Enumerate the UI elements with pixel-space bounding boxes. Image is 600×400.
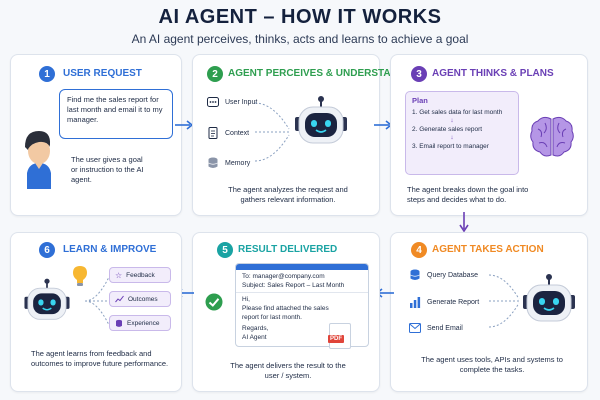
chat-dots-icon [207,97,219,107]
step-description: The agent learns from feedback and outco… [31,349,169,368]
step-title: AGENT PERCEIVES & UNDERSTANDS [228,68,412,79]
pdf-attachment-icon: PDF [328,323,351,349]
step-card-user-request: 1 USER REQUEST Find me the sales report … [10,54,182,216]
action-label: Query Database [427,271,478,279]
action-row: Send Email [409,323,463,333]
plan-box: Plan 1. Get sales data for last month ↓ … [405,91,519,175]
input-label: User Input [225,98,258,106]
robot-icon [24,278,70,320]
outcomes-pill: Outcomes [109,291,171,307]
person-icon [25,131,51,189]
email-greeting: Hi, [242,296,250,303]
step-number: 2 [207,66,223,82]
plan-title: Plan [412,96,428,105]
check-icon [205,293,223,311]
step-card-think-plan: 3 AGENT THINKS & PLANS Plan 1. Get sales… [390,54,588,216]
line-chart-icon [115,295,124,303]
step-card-take-action: 4 AGENT TAKES ACTION Query Database Gene… [390,232,588,392]
action-row: Generate Report [409,296,479,308]
database-icon [410,269,420,280]
step-title: RESULT DELIVERED [238,244,338,255]
step-description: The agent delivers the result to the use… [230,361,346,380]
step-card-result: 5 RESULT DELIVERED To: manager@company.c… [192,232,380,392]
envelope-icon [409,323,421,333]
robot-icon [523,274,575,322]
connector-lines [84,276,110,326]
input-row: Memory [207,157,250,169]
plan-step: 2. Generate sales report [412,126,483,133]
step-number: 4 [411,242,427,258]
email-subject: Subject: Sales Report – Last Month [236,281,368,293]
email-body: Please find attached the sales report fo… [242,305,329,321]
down-arrow-icon: ↓ [450,117,454,124]
database-icon [116,319,122,327]
down-arrow-icon: ↓ [450,134,454,141]
email-header-bar [236,264,368,270]
step-description: The agent breaks down the goal into step… [407,185,529,204]
bar-chart-icon [410,297,421,308]
step-number: 1 [39,66,55,82]
step-card-perceive: 2 AGENT PERCEIVES & UNDERSTANDS User Inp… [192,54,412,216]
step-title: AGENT TAKES ACTION [432,244,544,255]
step-card-learn: 6 LEARN & IMPROVE ☆ Feedback Outcomes Ex… [10,232,182,392]
connector-lines [488,274,520,328]
input-row: User Input [207,97,257,107]
step-description: The agent uses tools, APIs and systems t… [421,355,563,374]
plan-step: 3. Email report to manager [412,143,489,150]
plan-step: 1. Get sales data for last month [412,109,503,116]
step-title: USER REQUEST [63,68,142,79]
database-icon [208,157,218,168]
arrow-down-icon [459,212,469,233]
connector-lines [254,102,290,162]
step-title: LEARN & IMPROVE [63,244,157,255]
email-regards: Regards, [242,325,269,332]
pill-label: Outcomes [128,295,158,303]
step-description: The agent analyzes the request and gathe… [228,185,348,204]
pdf-label: PDF [328,335,344,343]
document-icon [208,127,218,139]
action-row: Query Database [409,269,478,281]
robot-icon [295,96,347,144]
step-title: AGENT THINKS & PLANS [432,68,554,79]
page-title: AI AGENT – HOW IT WORKS [158,6,442,28]
step-description: The user gives a goal or instruction to … [71,155,144,184]
input-label: Memory [225,159,251,167]
star-icon: ☆ [115,270,123,280]
email-signature: AI Agent [242,334,267,341]
step-number: 6 [39,242,55,258]
input-row: Context [207,127,249,139]
page-subtitle: An AI agent perceives, thinks, acts and … [131,32,469,46]
step-number: 3 [411,66,427,82]
action-label: Generate Report [427,298,480,306]
email-to: To: manager@company.com [242,273,325,280]
email-preview: To: manager@company.com Subject: Sales R… [235,263,369,347]
action-label: Send Email [427,324,463,332]
step-number: 5 [217,242,233,258]
user-request-bubble: Find me the sales report for last month … [59,89,173,139]
pill-label: Experience [127,319,160,327]
pill-label: Feedback [126,271,155,279]
input-label: Context [225,129,250,137]
brain-icon [530,116,574,157]
experience-pill: Experience [109,315,171,331]
lightbulb-icon [73,266,87,286]
feedback-pill: ☆ Feedback [109,267,171,283]
